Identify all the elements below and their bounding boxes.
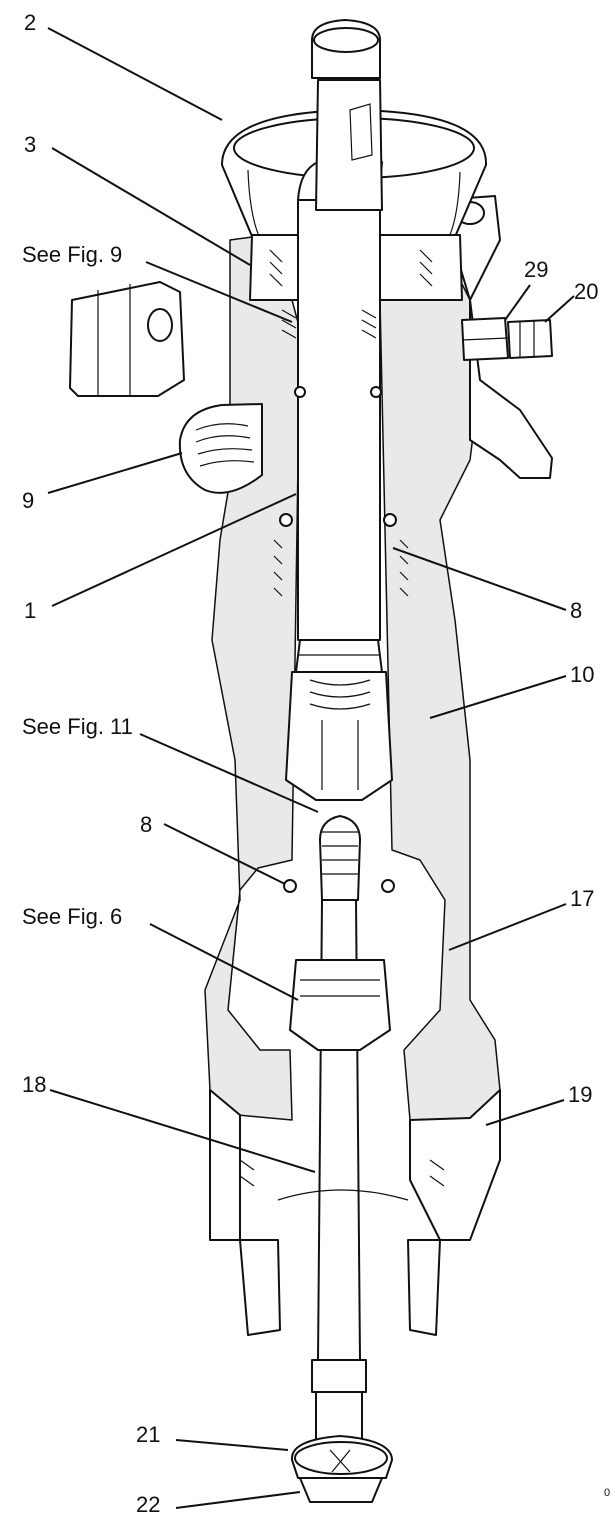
callout-8-upper: 8 bbox=[570, 598, 582, 623]
callout-18: 18 bbox=[22, 1072, 46, 1097]
leader-22 bbox=[175, 1491, 301, 1509]
leader-fig11 bbox=[139, 733, 319, 813]
callout-9: 9 bbox=[22, 488, 34, 513]
leader-19 bbox=[485, 1099, 565, 1126]
callout-22: 22 bbox=[136, 1492, 160, 1517]
leader-29 bbox=[504, 284, 531, 321]
callout-8-lower: 8 bbox=[140, 812, 152, 837]
leader-3 bbox=[51, 147, 251, 266]
callout-see-fig-6: See Fig. 6 bbox=[22, 904, 122, 929]
pump-drawing bbox=[69, 19, 553, 1503]
callout-3: 3 bbox=[24, 132, 36, 157]
callout-19: 19 bbox=[568, 1082, 592, 1107]
leader-8a bbox=[392, 547, 567, 611]
leader-9 bbox=[47, 452, 183, 494]
leader-lines bbox=[47, 27, 575, 1509]
callout-21: 21 bbox=[136, 1422, 160, 1447]
leader-21 bbox=[175, 1439, 289, 1451]
callout-see-fig-11: See Fig. 11 bbox=[22, 714, 133, 739]
leader-10 bbox=[429, 675, 567, 719]
callout-2: 2 bbox=[24, 10, 36, 35]
callout-10: 10 bbox=[570, 662, 594, 687]
callout-17: 17 bbox=[570, 886, 594, 911]
leader-20 bbox=[544, 295, 575, 323]
callout-29: 29 bbox=[524, 257, 548, 282]
callout-1: 1 bbox=[24, 598, 36, 623]
corner-mark: 0 bbox=[604, 1487, 610, 1499]
leader-fig9 bbox=[145, 261, 293, 323]
callout-see-fig-9: See Fig. 9 bbox=[22, 242, 122, 267]
leader-2 bbox=[47, 27, 223, 121]
leader-fig6 bbox=[149, 923, 299, 1001]
leader-1 bbox=[51, 493, 297, 607]
callout-20: 20 bbox=[574, 279, 598, 304]
callout-labels: 2 3 See Fig. 9 29 20 9 1 8 10 See Fig. 1… bbox=[22, 10, 610, 1517]
leader-8b bbox=[163, 823, 286, 885]
leader-17 bbox=[448, 903, 567, 951]
leader-18 bbox=[49, 1089, 316, 1173]
